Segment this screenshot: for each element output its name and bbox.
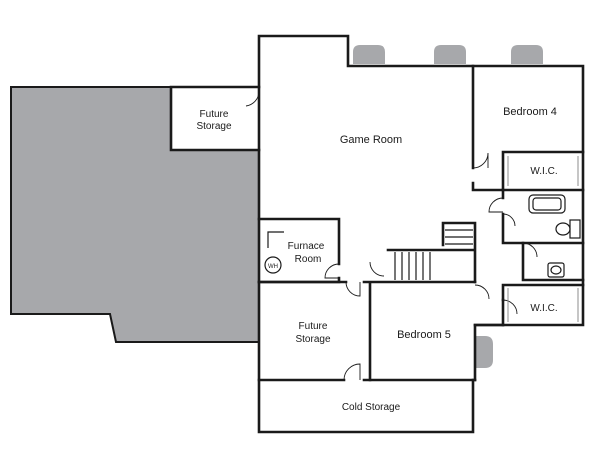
room-label-furnace-line1: Furnace: [288, 241, 325, 252]
room-label-future-storage-top-line1: Future: [200, 109, 229, 120]
room-label-furnace-line2: Room: [295, 254, 322, 265]
room-label-wic-lower: W.I.C.: [530, 303, 557, 314]
window-4: [476, 336, 493, 368]
closet-rods: [507, 156, 579, 322]
room-label-wic-upper: W.I.C.: [530, 166, 557, 177]
bathtub: [528, 194, 566, 214]
stair-wall: [386, 221, 477, 284]
room-label-future-storage-mid-line2: Storage: [295, 334, 330, 345]
room-label-bedroom-4: Bedroom 4: [503, 106, 557, 118]
doors: [245, 91, 538, 381]
room-label-cold-storage: Cold Storage: [342, 402, 401, 413]
sink: [550, 265, 562, 275]
stair-treads: [394, 229, 473, 280]
room-label-future-storage-mid-line1: Future: [299, 321, 328, 332]
water-heater-icon: [264, 256, 282, 274]
vanity: [547, 262, 565, 278]
water-heater-label: WH: [268, 264, 278, 270]
window-3: [511, 45, 543, 64]
exterior-wall: [257, 34, 585, 434]
bathtub-inner: [532, 197, 562, 211]
toilet-tank: [569, 219, 581, 239]
window-2: [434, 45, 466, 64]
furnace-unit: [267, 231, 284, 248]
future-storage-mid-wall: [257, 280, 477, 382]
room-label-future-storage-top-line2: Storage: [196, 121, 231, 132]
bedroom-4-wall: [471, 64, 585, 192]
bath-wall: [501, 188, 585, 282]
room-label-game-room: Game Room: [340, 134, 402, 146]
window-1: [353, 45, 385, 64]
future-storage-top-wall: [169, 85, 261, 152]
toilet-bowl: [555, 222, 571, 236]
hall-wall: [473, 283, 585, 327]
room-label-bedroom-5: Bedroom 5: [397, 329, 451, 341]
